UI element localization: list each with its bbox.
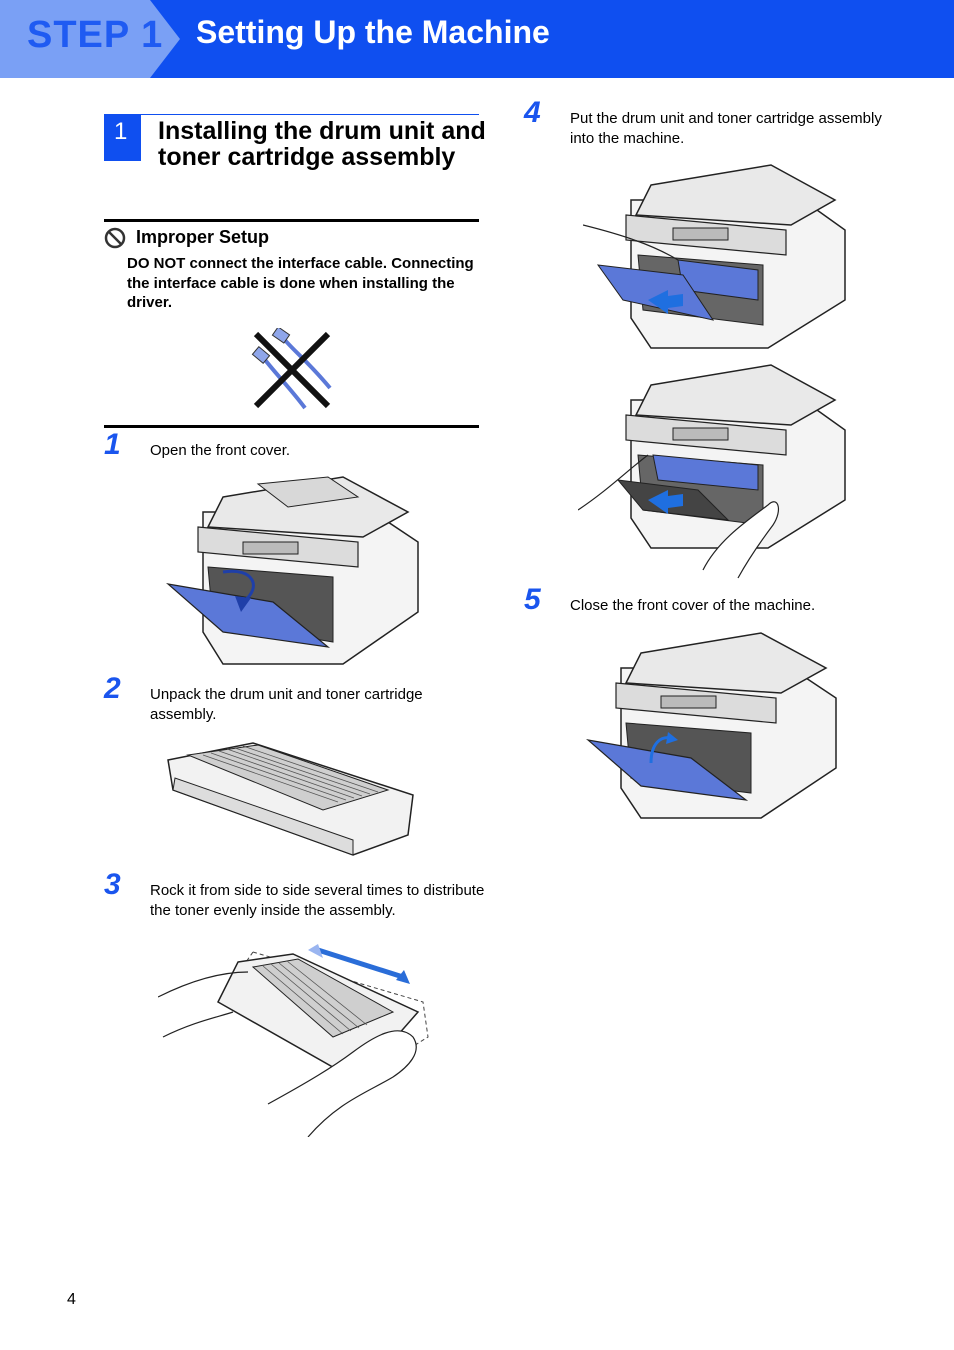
header-banner: STEP 1 Setting Up the Machine bbox=[0, 0, 954, 78]
step-label: STEP 1 bbox=[27, 14, 164, 56]
step-2-text: Unpack the drum unit and toner cartridge… bbox=[150, 686, 423, 723]
printer-close-cover-illustration bbox=[586, 632, 837, 819]
step-4-number: 4 bbox=[524, 96, 541, 129]
insert-assembly-illustration-a bbox=[583, 164, 846, 349]
step-1-number: 1 bbox=[104, 428, 121, 461]
step-5-number: 5 bbox=[524, 583, 541, 616]
rocking-assembly-illustration bbox=[158, 944, 429, 1137]
section-number-box bbox=[104, 114, 141, 161]
section-number: 1 bbox=[114, 118, 128, 145]
prohibited-icon bbox=[104, 227, 126, 249]
step-3-number: 3 bbox=[104, 868, 121, 901]
warning-top-rule bbox=[104, 219, 479, 222]
page-title: Setting Up the Machine bbox=[196, 14, 550, 50]
printer-open-cover-illustration bbox=[165, 476, 419, 665]
step-tab-shape bbox=[0, 0, 180, 78]
section-title: Installing the drum unit and toner cartr… bbox=[158, 117, 486, 171]
drum-toner-assembly-illustration bbox=[167, 742, 414, 856]
step-3-text: Rock it from side to side several times … bbox=[150, 882, 485, 919]
step-2-number: 2 bbox=[104, 672, 121, 705]
insert-assembly-illustration-b bbox=[578, 364, 846, 579]
step-4-text: Put the drum unit and toner cartridge as… bbox=[570, 110, 882, 147]
section-rule bbox=[141, 114, 479, 115]
warning-text: DO NOT connect the interface cable. Conn… bbox=[127, 255, 474, 311]
step-1-text: Open the front cover. bbox=[150, 442, 291, 459]
page-number: 4 bbox=[67, 1291, 76, 1308]
no-cable-illustration bbox=[251, 328, 332, 410]
step-5-text: Close the front cover of the machine. bbox=[570, 597, 816, 614]
warning-bottom-rule bbox=[104, 425, 479, 428]
warning-title: Improper Setup bbox=[136, 227, 270, 247]
